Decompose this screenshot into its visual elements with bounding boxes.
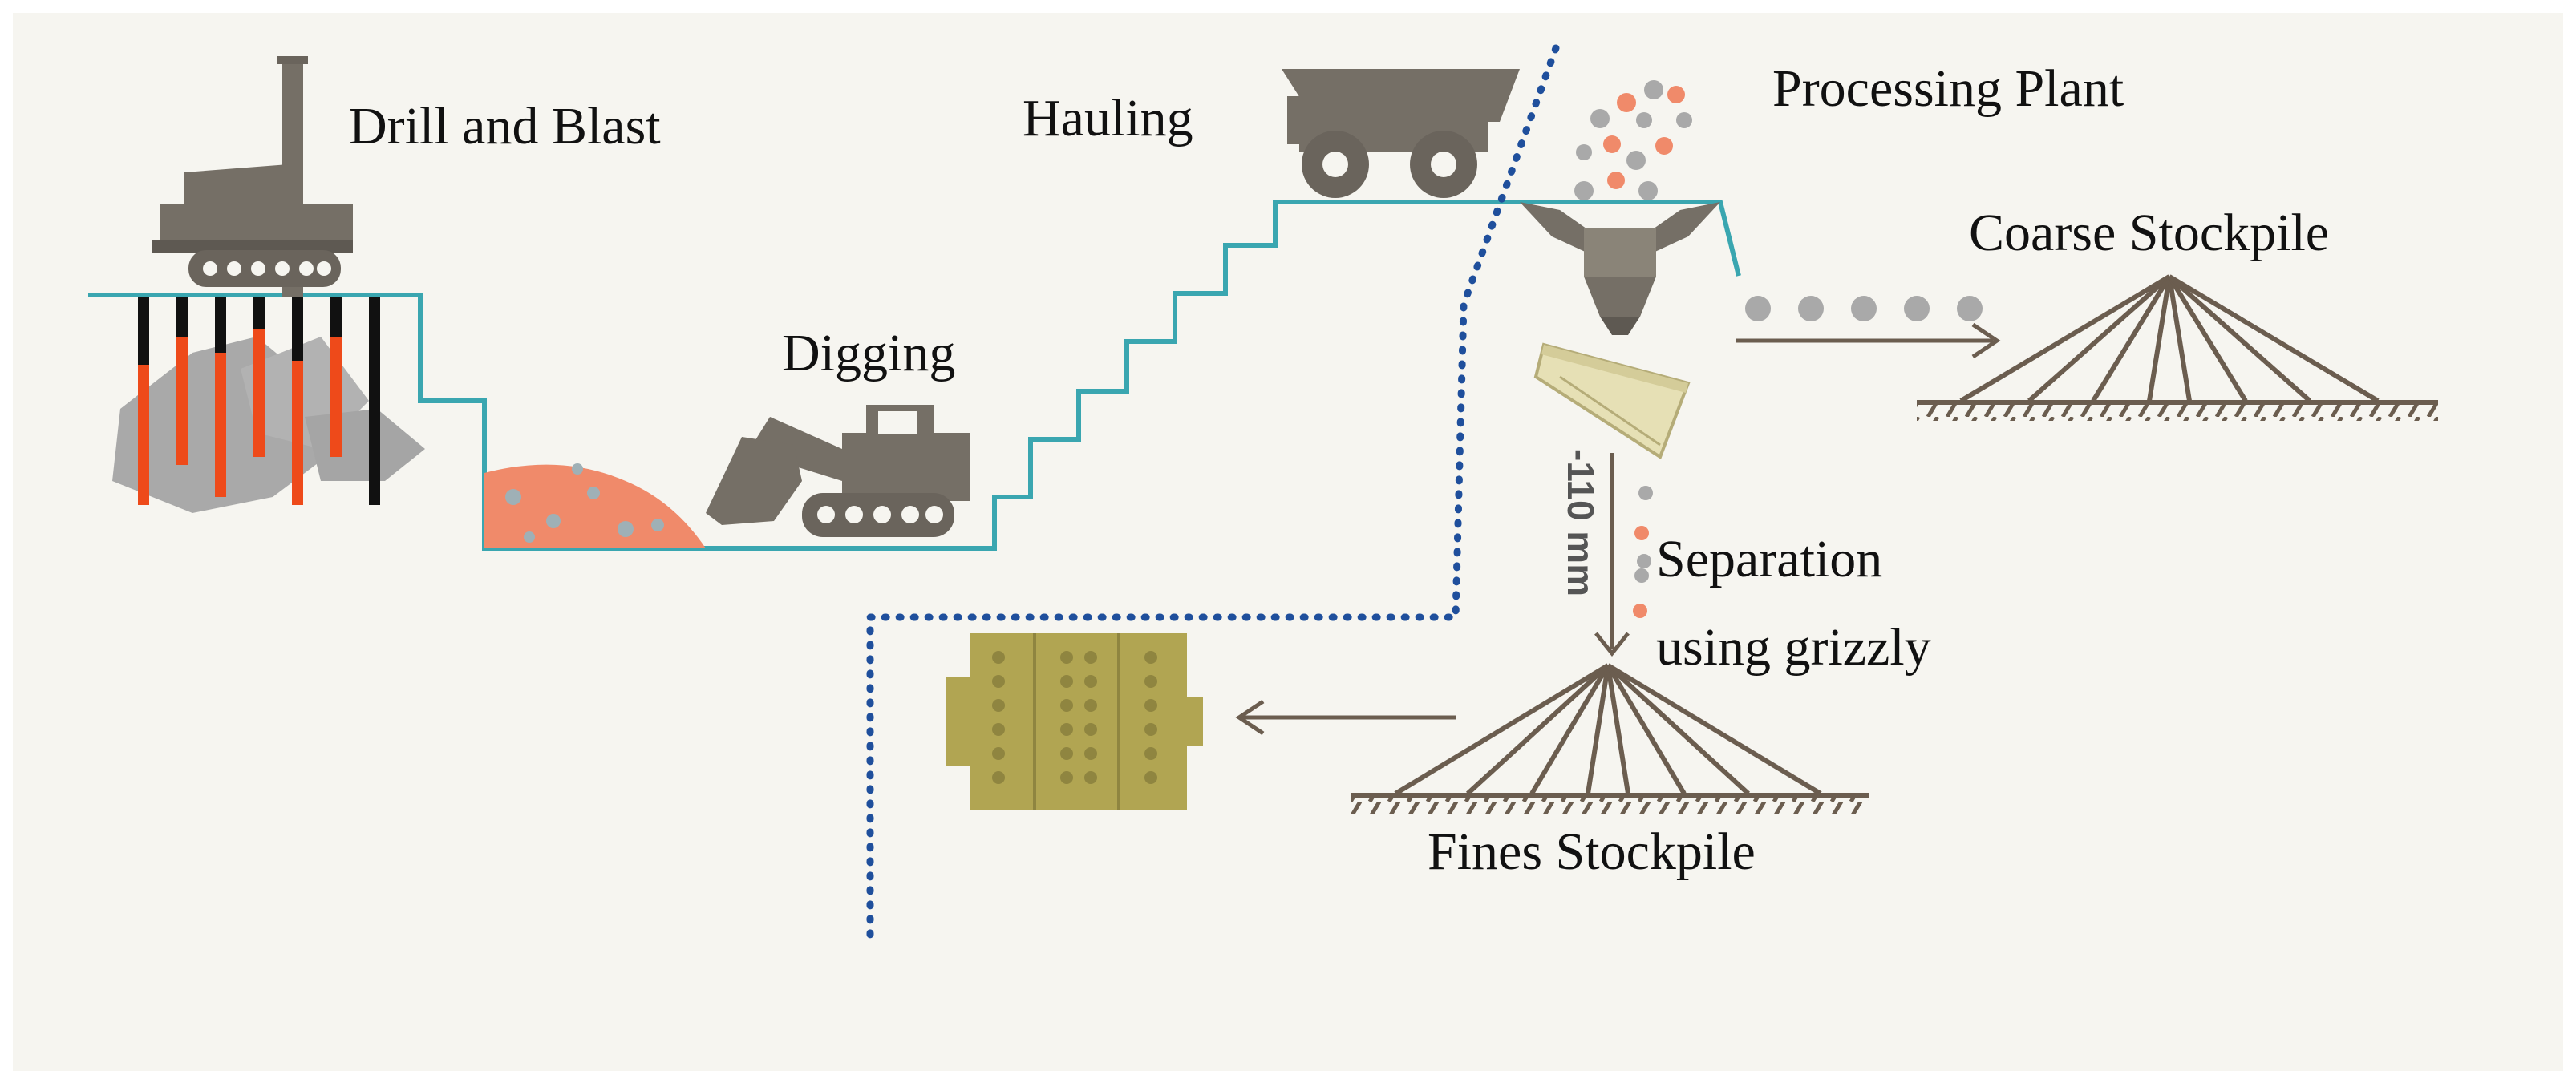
ore-pile-icon [484,463,706,548]
digging-label: Digging [782,324,956,382]
drill-holes-icon [138,297,380,505]
haul-truck-icon [1282,69,1520,198]
hauling-label: Hauling [1023,89,1193,147]
size-cut-label: -110 mm [1560,449,1602,596]
falling-rocks-icon [1574,80,1692,200]
processing-plant-label: Processing Plant [1772,59,2124,118]
background-panel [13,13,2563,1071]
fines-stockpile-label: Fines Stockpile [1428,822,1756,881]
grinding-mill-icon [946,633,1203,810]
separation-arrow [1594,453,1630,657]
coarse-stockpile-label: Coarse Stockpile [1969,204,2330,262]
crusher-icon [1520,202,1720,335]
drill-rig-icon [152,56,353,297]
coarse-stockpile-icon [1917,274,2438,421]
coarse-conveyor-icon [1736,296,2001,359]
mill-feed-arrow [1235,699,1456,736]
pit-bench-outline [88,200,1741,551]
fines-stockpile-icon [1351,663,1869,814]
loader-icon [706,405,970,537]
grizzly-screen-icon [1533,342,1691,460]
fines-particles-icon [1633,486,1653,618]
separation-label-line2: using grizzly [1656,618,1931,677]
drill-blast-label: Drill and Blast [349,97,661,156]
separation-label-line1: Separation [1656,530,1883,588]
